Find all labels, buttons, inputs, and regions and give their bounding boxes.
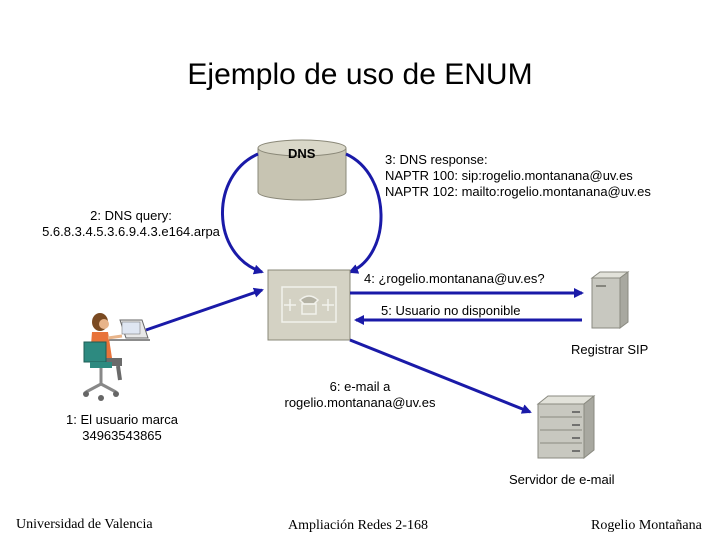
step6-line2: rogelio.montanana@uv.es (284, 395, 436, 410)
email-server-icon (536, 394, 596, 460)
slide-title: Ejemplo de uso de ENUM (187, 58, 533, 91)
arrow-dns-query (221, 152, 264, 275)
step1-user-dials: 1: El usuario marca 34963543865 (44, 412, 200, 444)
phone-switch-icon (267, 269, 351, 341)
step1-line2: 34963543865 (82, 428, 162, 443)
step2-line1: 2: DNS query: (90, 208, 172, 223)
step4-sip-query: 4: ¿rogelio.montanana@uv.es? (364, 271, 545, 286)
arrow-user-dial (145, 287, 264, 332)
step6-line1: 6: e-mail a (329, 379, 391, 394)
step3-dns-response: 3: DNS response: NAPTR 100: sip:rogelio.… (385, 152, 651, 200)
arrow-dns-response (345, 152, 383, 274)
footer-university: Universidad de Valencia (16, 517, 153, 532)
sip-registrar-server-icon (590, 271, 630, 329)
step6-email: 6: e-mail a rogelio.montanana@uv.es (266, 379, 454, 411)
footer-course: Ampliación Redes 2-168 (288, 518, 428, 533)
step2-line2: 5.6.8.3.4.5.3.6.9.4.3.e164.arpa (42, 224, 220, 239)
user-at-laptop-icon (83, 313, 150, 401)
step3-line2: NAPTR 100: sip:rogelio.montanana@uv.es (385, 168, 633, 183)
dns-label: DNS (288, 146, 316, 161)
dns-database-icon (257, 139, 347, 201)
step3-line3: NAPTR 102: mailto:rogelio.montanana@uv.e… (385, 184, 651, 199)
email-server-label: Servidor de e-mail (509, 472, 615, 487)
step1-line1: 1: El usuario marca (66, 412, 178, 427)
registrar-sip-label: Registrar SIP (571, 342, 649, 357)
step3-line1: 3: DNS response: (385, 152, 488, 167)
step5-user-unavailable: 5: Usuario no disponible (381, 303, 521, 318)
step2-dns-query: 2: DNS query: 5.6.8.3.4.5.3.6.9.4.3.e164… (18, 208, 244, 240)
arrow-email (349, 338, 532, 414)
footer-author: Rogelio Montañana (591, 518, 702, 533)
